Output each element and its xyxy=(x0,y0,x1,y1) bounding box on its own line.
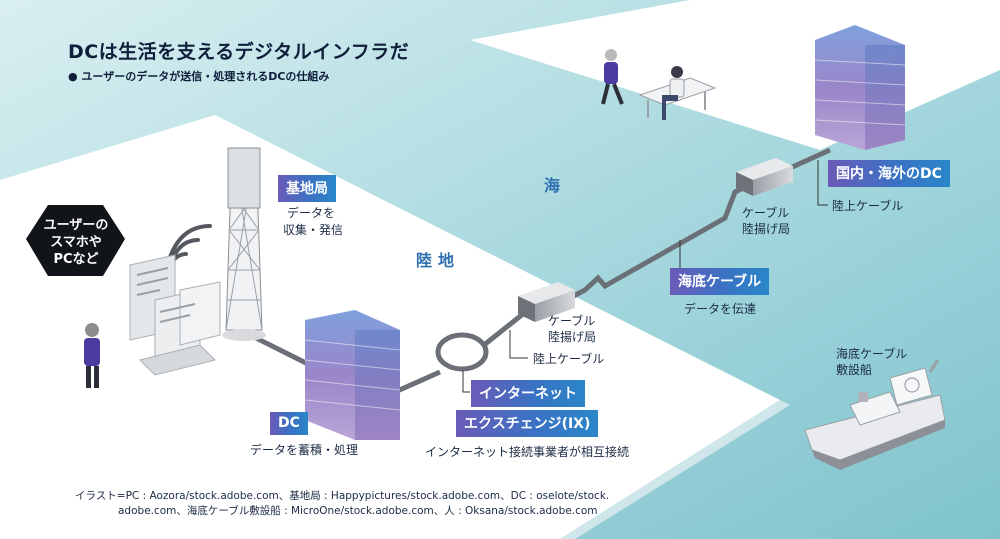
ship-label-line1: 海底ケーブル xyxy=(836,347,908,361)
base-station-desc-1: データを xyxy=(287,206,336,220)
overseas-dc-badge: 国内・海外のDC xyxy=(828,160,950,187)
landing-station-left-line2: 陸揚げ局 xyxy=(548,330,597,344)
pointer-line xyxy=(509,330,528,359)
base-station-badge: 基地局 xyxy=(278,175,336,202)
page-subtitle: ● ユーザーのデータが送信・処理されるDCの仕組み xyxy=(68,70,330,83)
land-cable-right-label: 陸上ケーブル xyxy=(832,199,904,213)
pointer-line xyxy=(817,160,828,206)
landing-station-right xyxy=(736,158,793,196)
dc-badge: DC xyxy=(270,412,308,435)
ship-label-line2: 敷設船 xyxy=(836,363,873,377)
dc-building xyxy=(304,310,401,440)
submarine-cable-desc: データを伝達 xyxy=(684,302,757,316)
walking-person-icon xyxy=(601,49,624,105)
dc-desc: データを蓄積・処理 xyxy=(250,443,359,457)
user-bubble-line3: PCなど xyxy=(53,251,99,267)
pc-monitors-icon xyxy=(129,254,221,376)
land-cable-right xyxy=(788,147,832,171)
submarine-cable-line xyxy=(568,177,760,301)
sea-label: 海 xyxy=(544,176,567,195)
land-edge xyxy=(560,400,790,539)
landing-station-right-line1: ケーブル xyxy=(742,206,790,220)
base-station-desc-2: 収集・発信 xyxy=(283,223,344,237)
ix-ring xyxy=(435,332,489,372)
ix-to-landing-cable xyxy=(482,308,530,347)
land-cable-left-label: 陸上ケーブル xyxy=(533,352,605,366)
land-label: 陸地 xyxy=(416,251,461,270)
credits-line2: adobe.com、海底ケーブル敷設船 : MicroOne/stock.ado… xyxy=(118,505,598,517)
sitting-person-icon xyxy=(662,66,685,120)
page-title: DCは生活を支えるデジタルインフラだ xyxy=(68,41,410,63)
landing-station-left-line1: ケーブル xyxy=(548,314,596,328)
user-bubble-line2: スマホや xyxy=(50,234,102,250)
user-bubble-hexagon xyxy=(26,205,125,276)
person-user-icon xyxy=(84,323,100,388)
dc-to-ix-cable xyxy=(393,369,442,395)
ix-badge-line1: インターネット xyxy=(471,380,585,407)
base-station-tower xyxy=(222,147,266,341)
cable-ship-icon xyxy=(804,359,946,470)
overseas-dc-building xyxy=(814,25,906,150)
pointer-line xyxy=(462,370,470,393)
ix-desc: インターネット接続事業者が相互接続 xyxy=(425,445,630,459)
landing-station-right-line2: 陸揚げ局 xyxy=(742,222,791,236)
user-bubble-line1: ユーザーの xyxy=(43,218,109,233)
landing-station-left xyxy=(518,282,575,322)
credits-line1: イラスト=PC : Aozora/stock.adobe.com、基地局 : H… xyxy=(75,490,610,502)
user-bubble-text: ユーザーの スマホや PCなど xyxy=(30,218,122,269)
ix-badge-line2: エクスチェンジ(IX) xyxy=(456,410,599,437)
submarine-cable-badge: 海底ケーブル xyxy=(670,268,770,295)
